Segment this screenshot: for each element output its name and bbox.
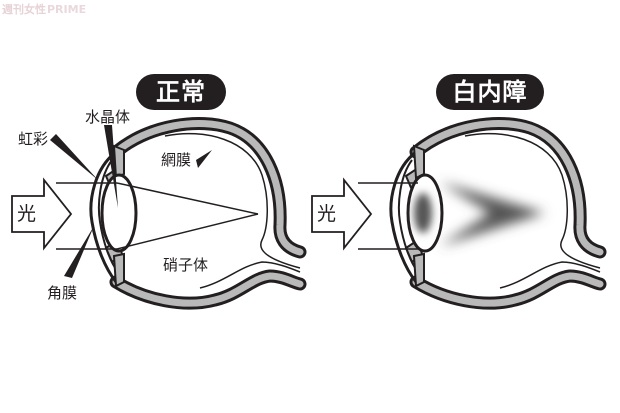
title-cataract: 白内障 [436, 74, 544, 110]
watermark-suffix: PRIME [47, 3, 87, 16]
pointer-iris [50, 134, 98, 180]
cornea-outline [89, 150, 118, 283]
pointer-cornea [64, 226, 94, 278]
scattered-light [440, 182, 545, 246]
light-arrow [11, 177, 73, 251]
label-light-cataract: 光 [317, 203, 337, 225]
label-light-normal: 光 [17, 203, 37, 225]
watermark-brand: 週刊女性 [2, 3, 46, 16]
label-iris: 虹彩 [18, 130, 49, 148]
lens [100, 173, 138, 253]
label-vitreous: 硝子体 [163, 256, 209, 274]
watermark-logo: 週刊女性PRIME [2, 1, 86, 17]
label-retina: 網膜 [161, 151, 192, 169]
sclera-wall [109, 117, 307, 259]
pointer-lens [104, 125, 118, 208]
light-arrow-cataract [311, 177, 373, 251]
label-lens: 水晶体 [85, 108, 131, 126]
lens-opacity [414, 193, 432, 233]
cataract-eye [311, 117, 607, 310]
title-normal: 正常 [136, 74, 226, 110]
retina-line [164, 132, 301, 269]
normal-eye [11, 117, 307, 310]
pointer-retina [196, 150, 212, 168]
label-cornea: 角膜 [47, 284, 78, 302]
